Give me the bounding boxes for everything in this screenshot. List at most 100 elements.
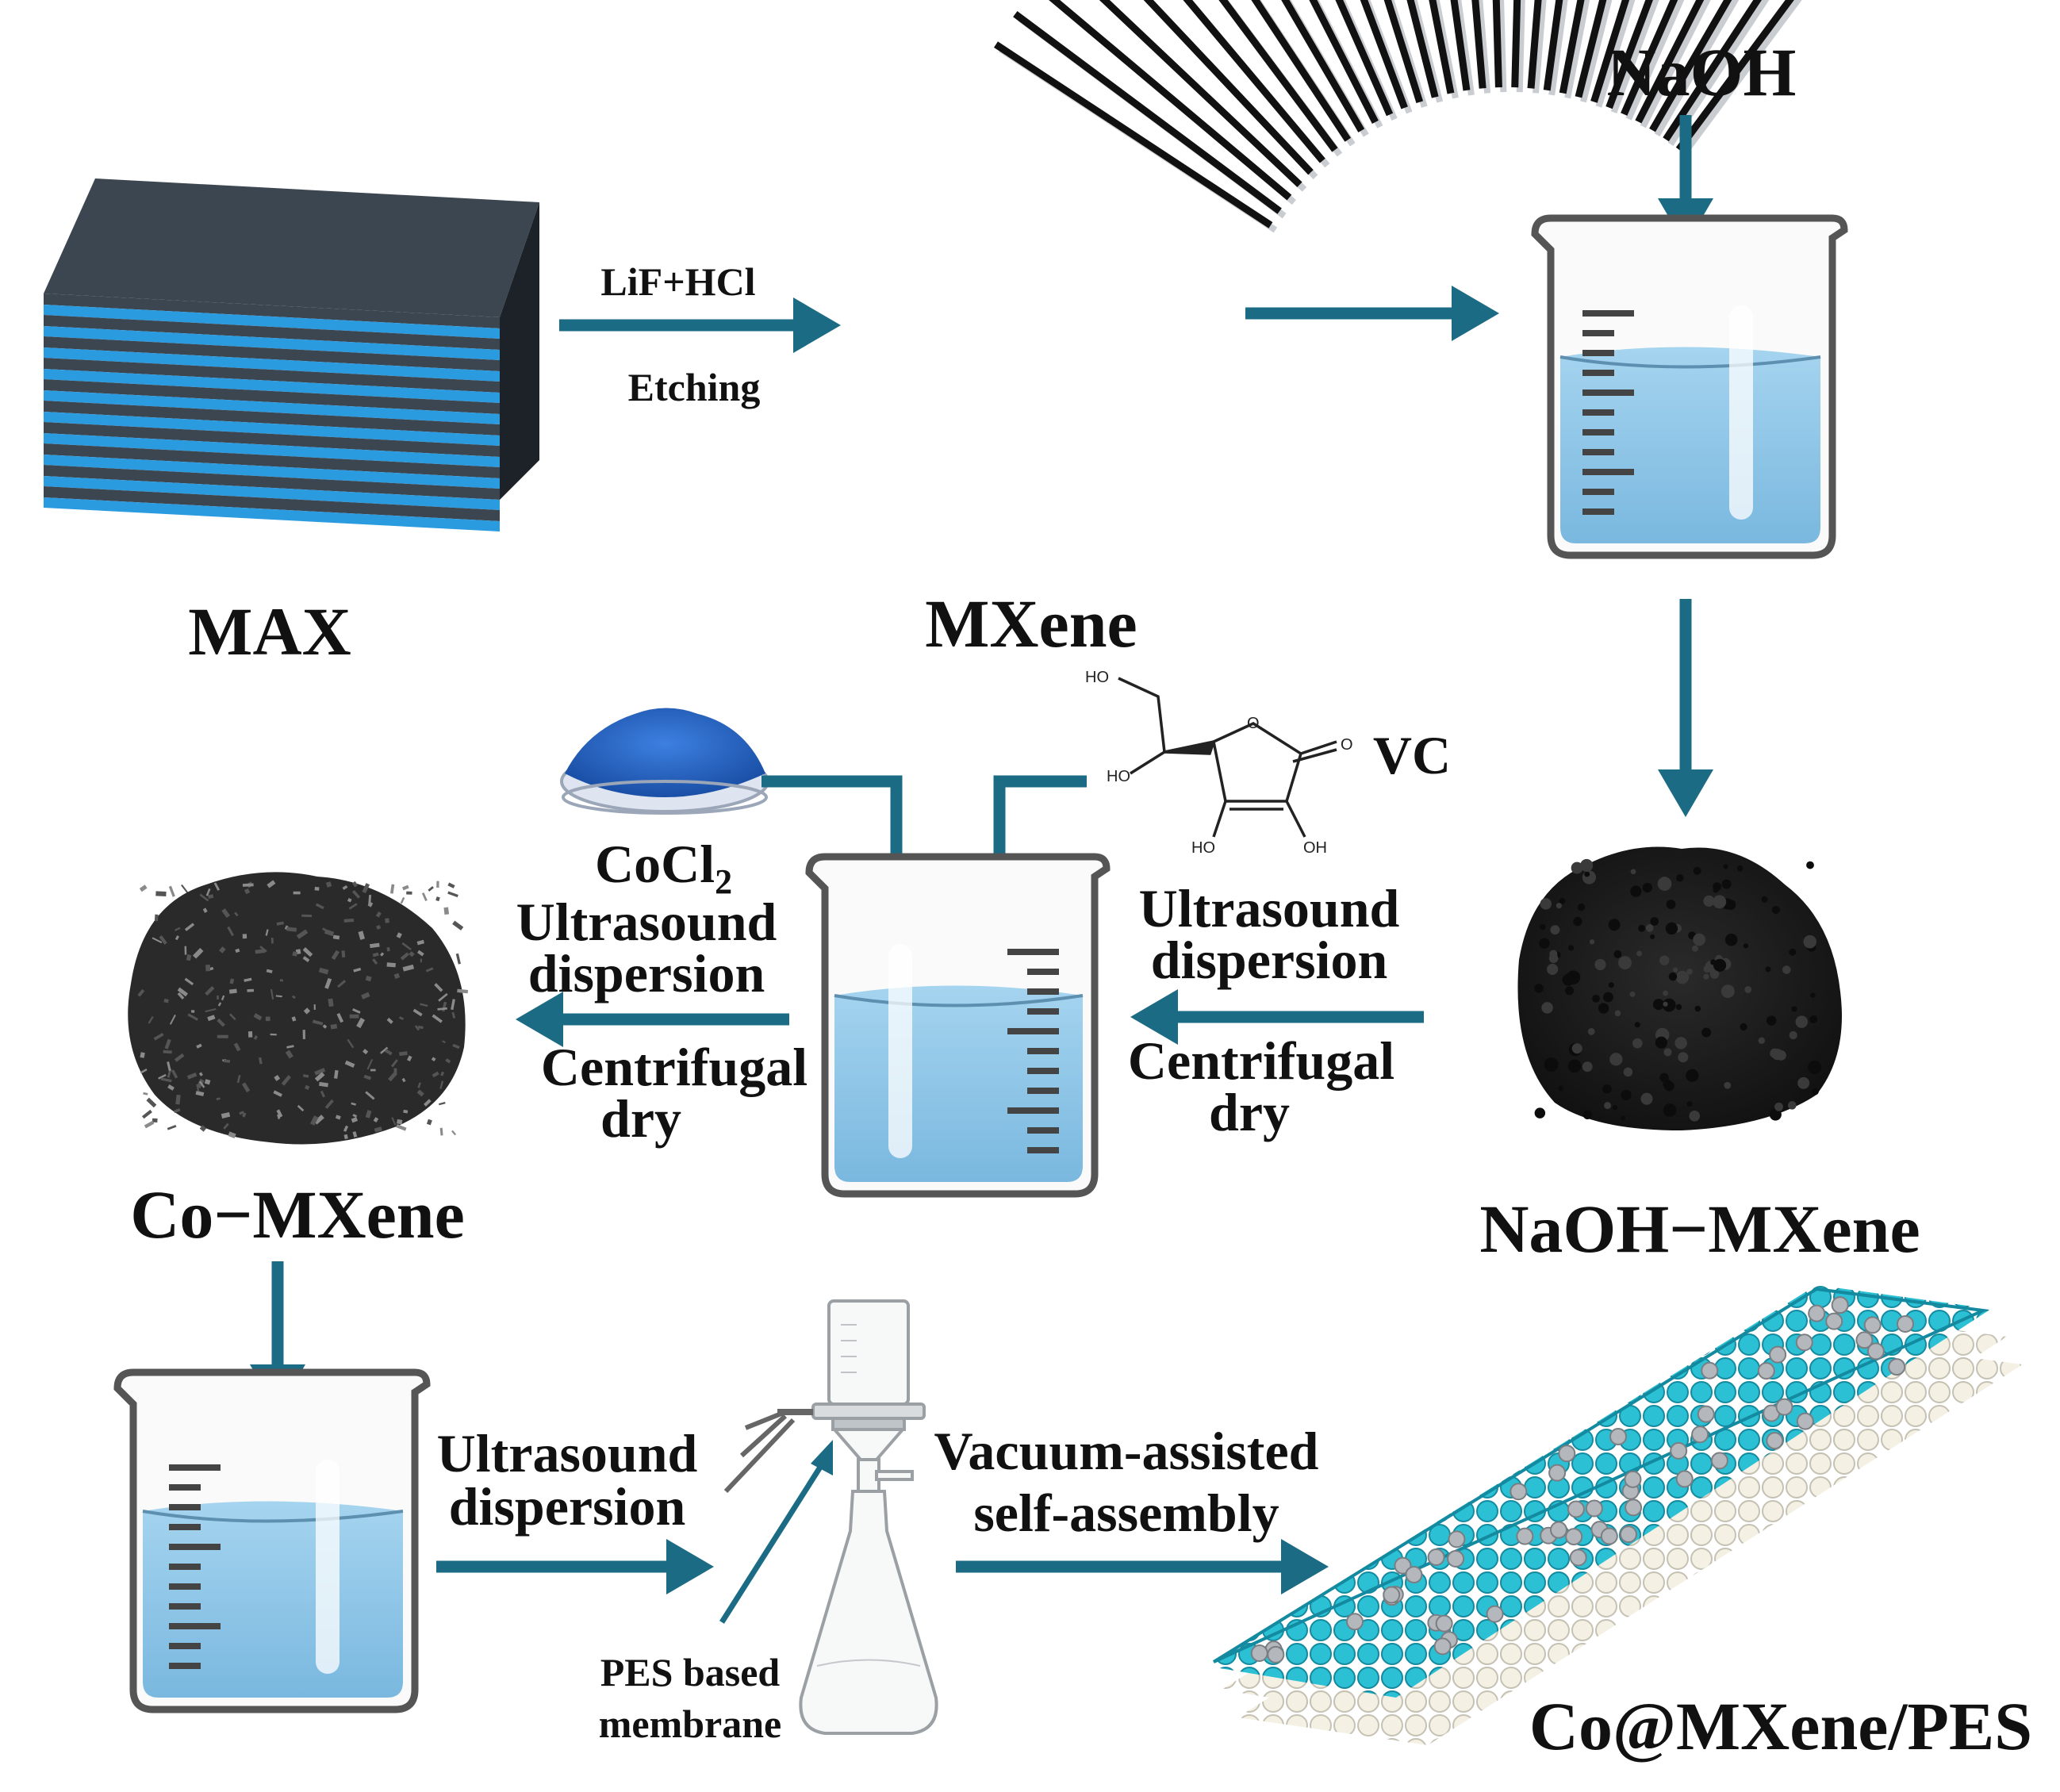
flake-speck (190, 1010, 195, 1013)
mxene-sheet (1251, 0, 1352, 142)
beaker-cocl2-vc (805, 853, 1111, 1198)
flake-speck (259, 946, 267, 953)
flake-speck (144, 1120, 155, 1129)
centrifugal-dry-2-a: Centrifugal (1128, 1030, 1394, 1091)
flake-speck (174, 1053, 185, 1062)
powder-speck (1609, 1053, 1623, 1066)
powder-speck (1636, 950, 1643, 957)
flake-speck (187, 1013, 198, 1021)
flake-speck (192, 947, 204, 959)
max-dark-layer (44, 294, 500, 328)
powder-speck (1587, 1028, 1595, 1035)
flake-speck (374, 1126, 382, 1133)
flake-speck (293, 891, 301, 895)
flake-speck (366, 1058, 374, 1070)
max-blue-layer (44, 369, 500, 403)
powder-speck (1761, 896, 1768, 903)
flake-speck (401, 1077, 406, 1083)
mxene-sheet-edge (1667, 0, 1770, 146)
vitamin-c-molecule (1118, 677, 1337, 838)
flake-speck (333, 1069, 339, 1079)
flake-speck (398, 1016, 405, 1021)
powder-speck (1594, 958, 1606, 971)
powder-speck (1766, 1015, 1777, 1026)
powder-speck (1678, 1052, 1689, 1063)
flake-speck (177, 992, 185, 1000)
flake-speck (234, 911, 239, 917)
powder-speck (1659, 955, 1670, 965)
pes-label-b: membrane (599, 1702, 782, 1746)
flake-speck (335, 1115, 341, 1120)
flake-speck (168, 885, 175, 897)
powder-speck (1771, 906, 1780, 915)
mxene-sheet (1663, 0, 1763, 142)
flake-speck (196, 1043, 202, 1049)
powder-speck (1686, 969, 1693, 975)
flake-speck (437, 1007, 447, 1011)
flake-speck (244, 888, 251, 895)
vc-ho-2: HO (1107, 768, 1130, 785)
cobalt-dot (1565, 1528, 1583, 1546)
powder-speck (1803, 934, 1817, 949)
max-dark-layer (44, 422, 500, 457)
cobalt-dot (1567, 1500, 1585, 1518)
flake-speck (421, 892, 428, 901)
flake-speck (406, 891, 412, 895)
flake-speck (255, 949, 266, 954)
cobalt-dot (1549, 1521, 1567, 1539)
flake-speck (160, 1077, 172, 1083)
powder-speck (1789, 1030, 1797, 1040)
mxene-sheet-edge (1533, 0, 1547, 94)
flake-speck (152, 1118, 158, 1123)
flake-speck (216, 1097, 221, 1100)
flake-speck (417, 1025, 424, 1030)
powder-speck (1621, 1089, 1632, 1101)
mxene-sheet (1183, 0, 1325, 163)
powder-speck (1787, 1101, 1797, 1110)
cobalt-dot (1405, 1566, 1423, 1584)
flake-speck (228, 988, 237, 994)
max-blue-layer (44, 305, 500, 339)
mxene-sheet (1543, 0, 1563, 91)
powder-speck (1676, 873, 1684, 882)
flake-speck (286, 927, 297, 932)
flake-speck (447, 882, 455, 888)
powder-speck (1657, 877, 1672, 891)
flake-speck (159, 935, 167, 945)
powder-speck (1571, 1043, 1582, 1054)
flake-speck (205, 1007, 217, 1013)
cobalt-dot (1427, 1548, 1445, 1566)
flake-speck (400, 952, 409, 961)
flake-speck (270, 938, 274, 944)
flake-speck (175, 935, 179, 941)
flake-speck (358, 931, 366, 940)
flake-speck (285, 1049, 293, 1059)
flake-speck (325, 881, 332, 888)
flake-speck (428, 886, 434, 892)
flake-speck (276, 1109, 283, 1118)
max-blue-layer (44, 347, 500, 382)
flake-speck (451, 1130, 457, 1136)
vacuum-assisted-label: Vacuum-assisted (934, 1421, 1319, 1481)
powder-speck (1668, 972, 1678, 981)
flake-speck (302, 956, 310, 962)
flake-speck (455, 953, 461, 965)
flake-speck (330, 1023, 338, 1030)
flake-speck (386, 946, 390, 952)
flake-speck (432, 1071, 439, 1078)
mxene-sheet (1527, 0, 1542, 89)
mxene-sheet (1309, 0, 1379, 124)
flake-speck (420, 1003, 428, 1007)
powder-speck (1541, 1002, 1553, 1014)
cobalt-dot (1670, 1441, 1688, 1460)
powder-speck (1584, 871, 1590, 877)
flake-speck (265, 929, 269, 936)
flake-speck (241, 1112, 247, 1118)
cobalt-dot (1863, 1316, 1882, 1334)
flake-speck (401, 942, 412, 951)
powder-speck (1693, 866, 1701, 875)
flake-speck (375, 911, 382, 918)
flake-speck (303, 1007, 311, 1015)
powder-speck (1810, 992, 1816, 998)
powder-speck (1547, 963, 1559, 976)
